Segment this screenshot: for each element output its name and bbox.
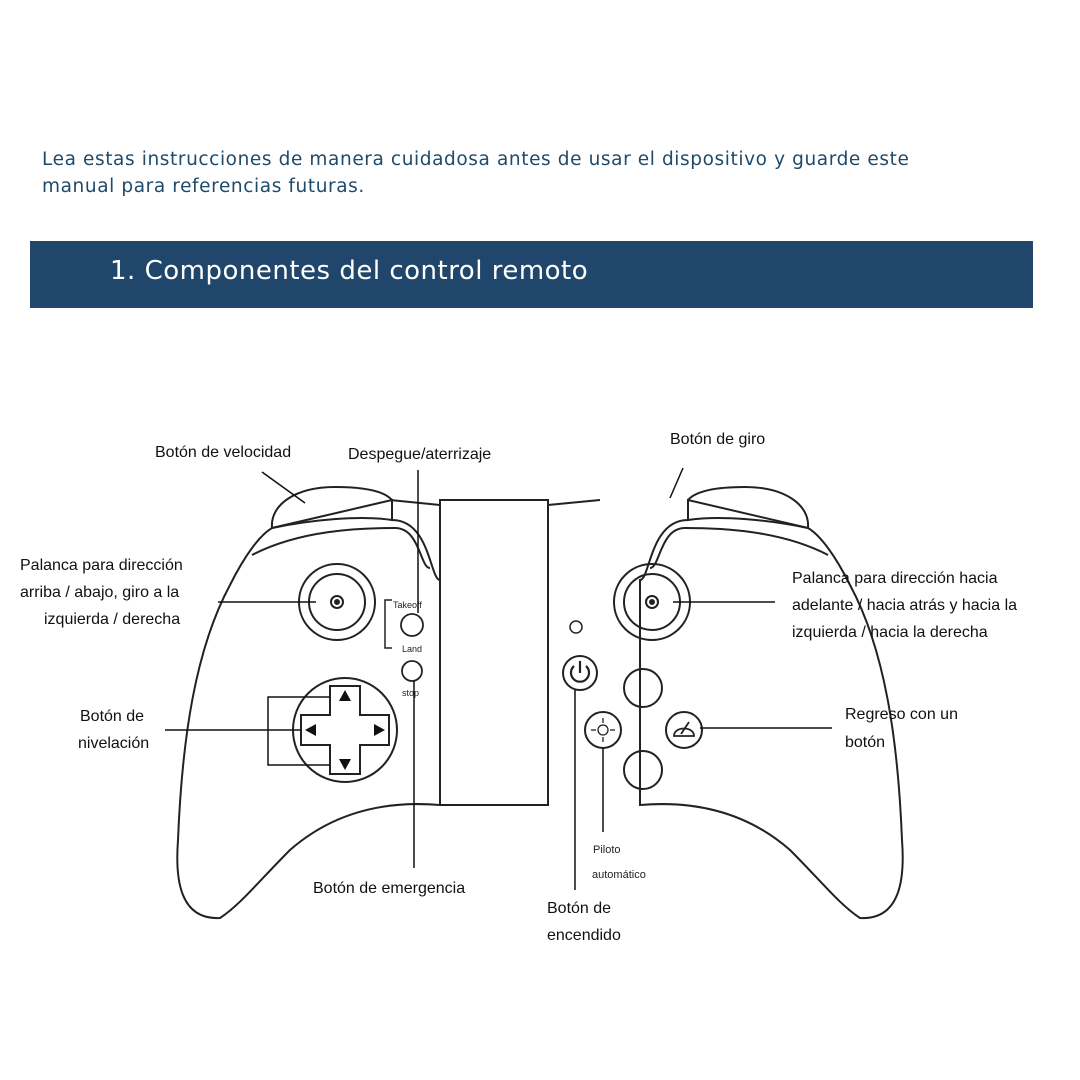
takeoff-land-buttons: Takeoff Land stop [384, 599, 424, 698]
dpad [292, 677, 398, 783]
phone-holder [439, 499, 549, 806]
autopilot-button [584, 711, 622, 749]
return-home-button [665, 711, 703, 749]
speed-button-callout: Botón de velocidad [155, 444, 291, 461]
left-stick-callout-line-3: izquierda / derecha [44, 611, 180, 628]
return-callout-line-1: Regreso con un [845, 706, 958, 723]
rotation-button-callout: Botón de giro [670, 431, 765, 448]
intro-line-1: Lea estas instrucciones de manera cuidad… [42, 149, 910, 170]
land-label: Land [402, 644, 422, 654]
intro-line-2: manual para referencias futuras. [42, 176, 365, 197]
indicator-light [569, 620, 583, 634]
return-home-icon [673, 721, 695, 737]
dpad-down-arrow-icon [339, 759, 351, 770]
left-stick-callout-line-1: Palanca para dirección [20, 557, 183, 574]
left-shoulder-button [270, 485, 393, 530]
autopilot-callout-line-2: automático [592, 869, 646, 881]
emergency-callout: Botón de emergencia [313, 880, 465, 897]
takeoff-land-button [400, 613, 424, 637]
dpad-up-arrow-icon [339, 690, 351, 701]
callout-lines [165, 467, 832, 890]
right-shoulder-button [687, 485, 810, 530]
stop-label: stop [402, 688, 419, 698]
bottom-action-button [623, 750, 663, 790]
takeoff-land-callout: Despegue/aterrizaje [348, 446, 491, 463]
power-button [562, 655, 598, 691]
section-banner: 1. Componentes del control remoto [30, 241, 1033, 308]
takeoff-label: Takeoff [393, 600, 422, 610]
stop-button [401, 660, 423, 682]
intro-text: Lea estas instrucciones de manera cuidad… [42, 146, 1052, 200]
power-callout-line-2: encendido [547, 927, 621, 944]
top-action-button [623, 668, 663, 708]
callouts: Botón de velocidad Despegue/aterrizaje B… [20, 431, 1017, 944]
trim-callout-line-1: Botón de [80, 708, 144, 725]
dpad-right-arrow-icon [374, 724, 385, 736]
right-stick-callout-line-2: adelante / hacia atrás y hacia la [792, 597, 1017, 614]
section-title: 1. Componentes del control remoto [110, 256, 589, 286]
power-icon [569, 661, 591, 683]
return-callout-line-2: botón [845, 734, 885, 751]
right-stick-callout-line-3: izquierda / hacia la derecha [792, 624, 988, 641]
dpad-left-arrow-icon [305, 724, 316, 736]
autopilot-callout-line-1: Piloto [593, 844, 621, 856]
left-stick-callout-line-2: arriba / abajo, giro a la [20, 584, 179, 601]
right-stick-callout-line-1: Palanca para dirección hacia [792, 570, 998, 587]
trim-callout-line-2: nivelación [78, 735, 149, 752]
right-buttons [562, 620, 703, 790]
controller-shell [176, 498, 441, 920]
controller-body [176, 485, 904, 920]
power-callout-line-1: Botón de [547, 900, 611, 917]
autopilot-icon [591, 718, 615, 742]
